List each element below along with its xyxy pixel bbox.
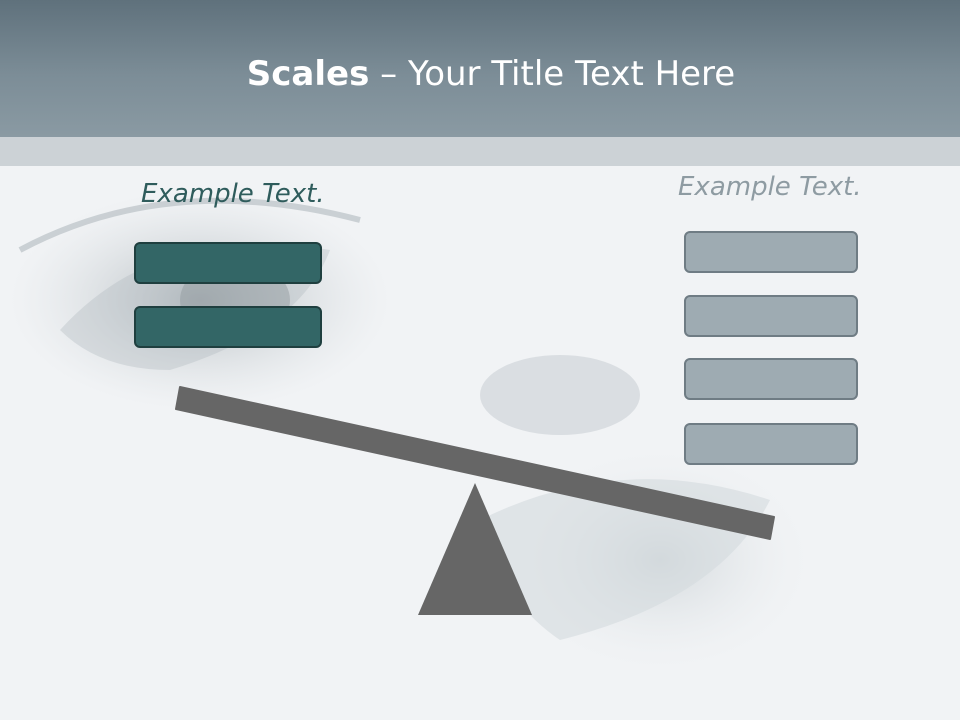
title-underband — [0, 137, 960, 166]
right-weight-box-4 — [684, 423, 858, 465]
slide-title: Scales – Your Title Text Here — [0, 50, 960, 98]
right-weight-box-2 — [684, 295, 858, 337]
left-weight-box-1 — [134, 242, 322, 284]
right-weight-box-3 — [684, 358, 858, 400]
right-weight-box-1 — [684, 231, 858, 273]
left-weight-box-2 — [134, 306, 322, 348]
title-rest: – Your Title Text Here — [369, 54, 736, 94]
right-example-text: Example Text. — [678, 172, 862, 202]
title-bar — [0, 0, 960, 137]
title-bold: Scales — [246, 54, 370, 94]
left-example-text: Example Text. — [141, 179, 325, 209]
